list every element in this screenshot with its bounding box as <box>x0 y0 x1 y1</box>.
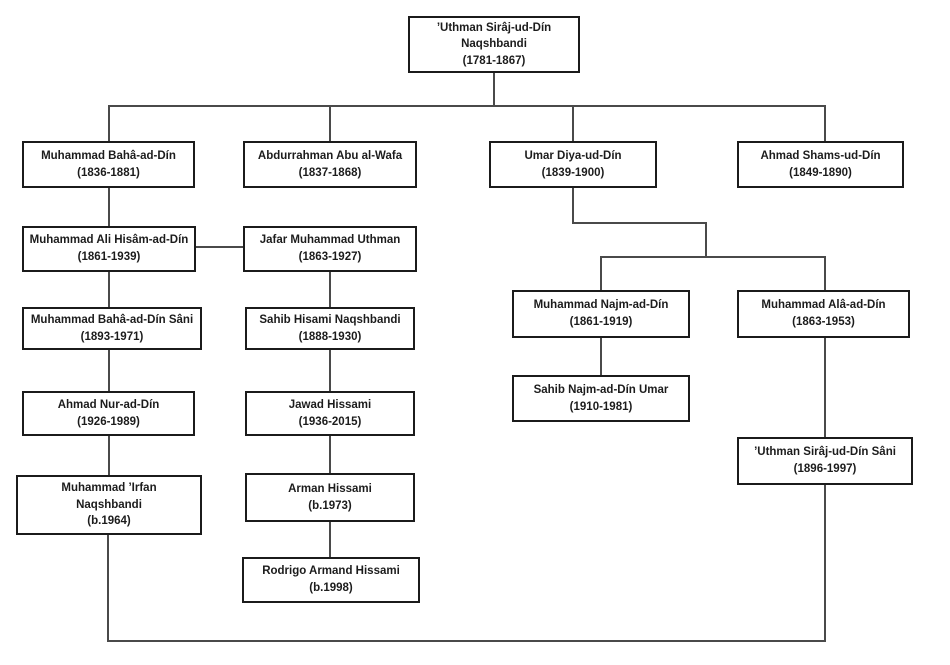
person-years: (1896-1997) <box>793 463 857 475</box>
connector-ala-to-uthmansani <box>824 338 826 437</box>
tree-node-umar-diya: Umar Diya-ud-Dín (1839-1900) <box>489 141 657 188</box>
tree-node-abdurrahman: Abdurrahman Abu al-Wafa (1837-1868) <box>243 141 417 188</box>
person-name: Sahib Najm-ad-Dín Umar <box>533 383 669 396</box>
connector-drop-abdurrahman <box>329 105 331 141</box>
person-years: (b.1964) <box>87 515 131 528</box>
connector-drop-muhammad-baha <box>108 105 110 141</box>
tree-node-baha-sani: Muhammad Bahâ-ad-Dín Sâni (1893-1971) <box>22 307 202 350</box>
connector-ahmadnur-to-irfan <box>108 436 110 475</box>
person-years: (1839-1900) <box>541 166 605 179</box>
person-years: (1837-1868) <box>298 166 362 179</box>
connector-umar-children-bus <box>600 256 826 258</box>
person-name: Umar Diya-ud-Dín <box>524 149 622 162</box>
person-name: Muhammad Bahâ-ad-Dín Sâni <box>30 313 194 326</box>
tree-node-jawad: Jawad Hissami (1936-2015) <box>245 391 415 436</box>
person-name: ’Uthman Sirâj-ud-Dín Sâni <box>754 446 896 459</box>
person-name: Muhammad Alâ-ad-Dín <box>761 299 886 312</box>
person-name: Muhammad Najm-ad-Dín <box>533 299 669 312</box>
connector-umar-elbow-v <box>705 222 707 258</box>
connector-ali-to-bahasani <box>108 272 110 308</box>
person-years: (1861-1919) <box>569 316 633 328</box>
connector-ali-jafar-link <box>196 246 243 248</box>
connector-irfan-bottom-down <box>107 535 109 642</box>
connector-drop-najm <box>600 256 602 290</box>
connector-top-riser <box>493 72 495 107</box>
connector-najm-to-sahibnajm <box>600 338 602 375</box>
connector-bahasani-to-ahmadnur <box>108 350 110 391</box>
person-years: (1863-1953) <box>792 316 855 328</box>
connector-arman-to-rodrigo <box>329 522 331 558</box>
person-years: (b.1998) <box>309 582 353 594</box>
connector-drop-ahmad-shams <box>824 105 826 141</box>
person-name: Jawad Hissami <box>288 398 372 411</box>
person-years: (1781-1867) <box>462 54 526 67</box>
tree-node-irfan: Muhammad ’Irfan Naqshbandi (b.1964) <box>16 475 202 535</box>
connector-uthmansani-bottom-down <box>824 485 826 642</box>
person-years: (1863-1927) <box>298 251 362 263</box>
connector-drop-ala <box>824 256 826 290</box>
person-name: Ahmad Nur-ad-Dín <box>57 398 160 411</box>
person-name-line2: Naqshbandi <box>461 38 527 51</box>
person-name: ’Uthman Sirâj-ud-Dín <box>436 21 552 34</box>
tree-node-ala: Muhammad Alâ-ad-Dín (1863-1953) <box>737 290 910 338</box>
tree-node-jafar: Jafar Muhammad Uthman (1863-1927) <box>243 226 417 272</box>
connector-umar-down <box>572 188 574 224</box>
person-name: Rodrigo Armand Hissami <box>262 565 400 578</box>
tree-node-uthman-sani: ’Uthman Sirâj-ud-Dín Sâni (1896-1997) <box>737 437 913 485</box>
tree-node-uthman-siraj: ’Uthman Sirâj-ud-Dín Naqshbandi (1781-18… <box>408 16 580 73</box>
person-name-line2: Naqshbandi <box>76 498 142 511</box>
connector-baha-to-ali <box>108 188 110 226</box>
tree-node-najm: Muhammad Najm-ad-Dín (1861-1919) <box>512 290 690 338</box>
person-years: (1910-1981) <box>569 400 633 413</box>
person-name: Muhammad Ali Hisâm-ad-Dín <box>29 234 189 247</box>
person-name: Jafar Muhammad Uthman <box>259 234 401 247</box>
connector-drop-umar-diya <box>572 105 574 141</box>
person-years: (1861-1939) <box>77 251 141 263</box>
person-name: Abdurrahman Abu al-Wafa <box>257 149 403 162</box>
person-years: (1888-1930) <box>298 330 362 343</box>
person-years: (1926-1989) <box>77 415 140 428</box>
person-years: (b.1973) <box>308 499 352 512</box>
tree-node-ahmad-nur: Ahmad Nur-ad-Dín (1926-1989) <box>22 391 195 436</box>
tree-node-ahmad-shams: Ahmad Shams-ud-Dín (1849-1890) <box>737 141 904 188</box>
person-name: Ahmad Shams-ud-Dín <box>760 149 881 162</box>
connector-bottom-bus <box>107 640 826 642</box>
connector-jafar-to-sahibhisami <box>329 272 331 308</box>
tree-node-rodrigo: Rodrigo Armand Hissami (b.1998) <box>242 557 420 603</box>
person-name: Sahib Hisami Naqshbandi <box>259 313 401 326</box>
person-name: Muhammad ’Irfan <box>61 481 157 494</box>
tree-node-sahib-hisami: Sahib Hisami Naqshbandi (1888-1930) <box>245 307 415 350</box>
person-name: Muhammad Bahâ-ad-Dín <box>41 149 176 162</box>
connector-umar-elbow-h <box>572 222 707 224</box>
person-years: (1936-2015) <box>298 415 362 428</box>
tree-node-muhammad-baha: Muhammad Bahâ-ad-Dín (1836-1881) <box>22 141 195 188</box>
tree-node-ali-hisam: Muhammad Ali Hisâm-ad-Dín (1861-1939) <box>22 226 196 272</box>
connector-jawad-to-arman <box>329 436 331 473</box>
connector-sahibhisami-to-jawad <box>329 350 331 391</box>
tree-node-arman: Arman Hissami (b.1973) <box>245 473 415 522</box>
tree-node-sahib-najm: Sahib Najm-ad-Dín Umar (1910-1981) <box>512 375 690 422</box>
connector-top-bus <box>108 105 826 107</box>
person-name: Arman Hissami <box>288 482 372 495</box>
person-years: (1893-1971) <box>80 330 144 343</box>
person-years: (1849-1890) <box>789 166 852 179</box>
person-years: (1836-1881) <box>77 166 140 179</box>
